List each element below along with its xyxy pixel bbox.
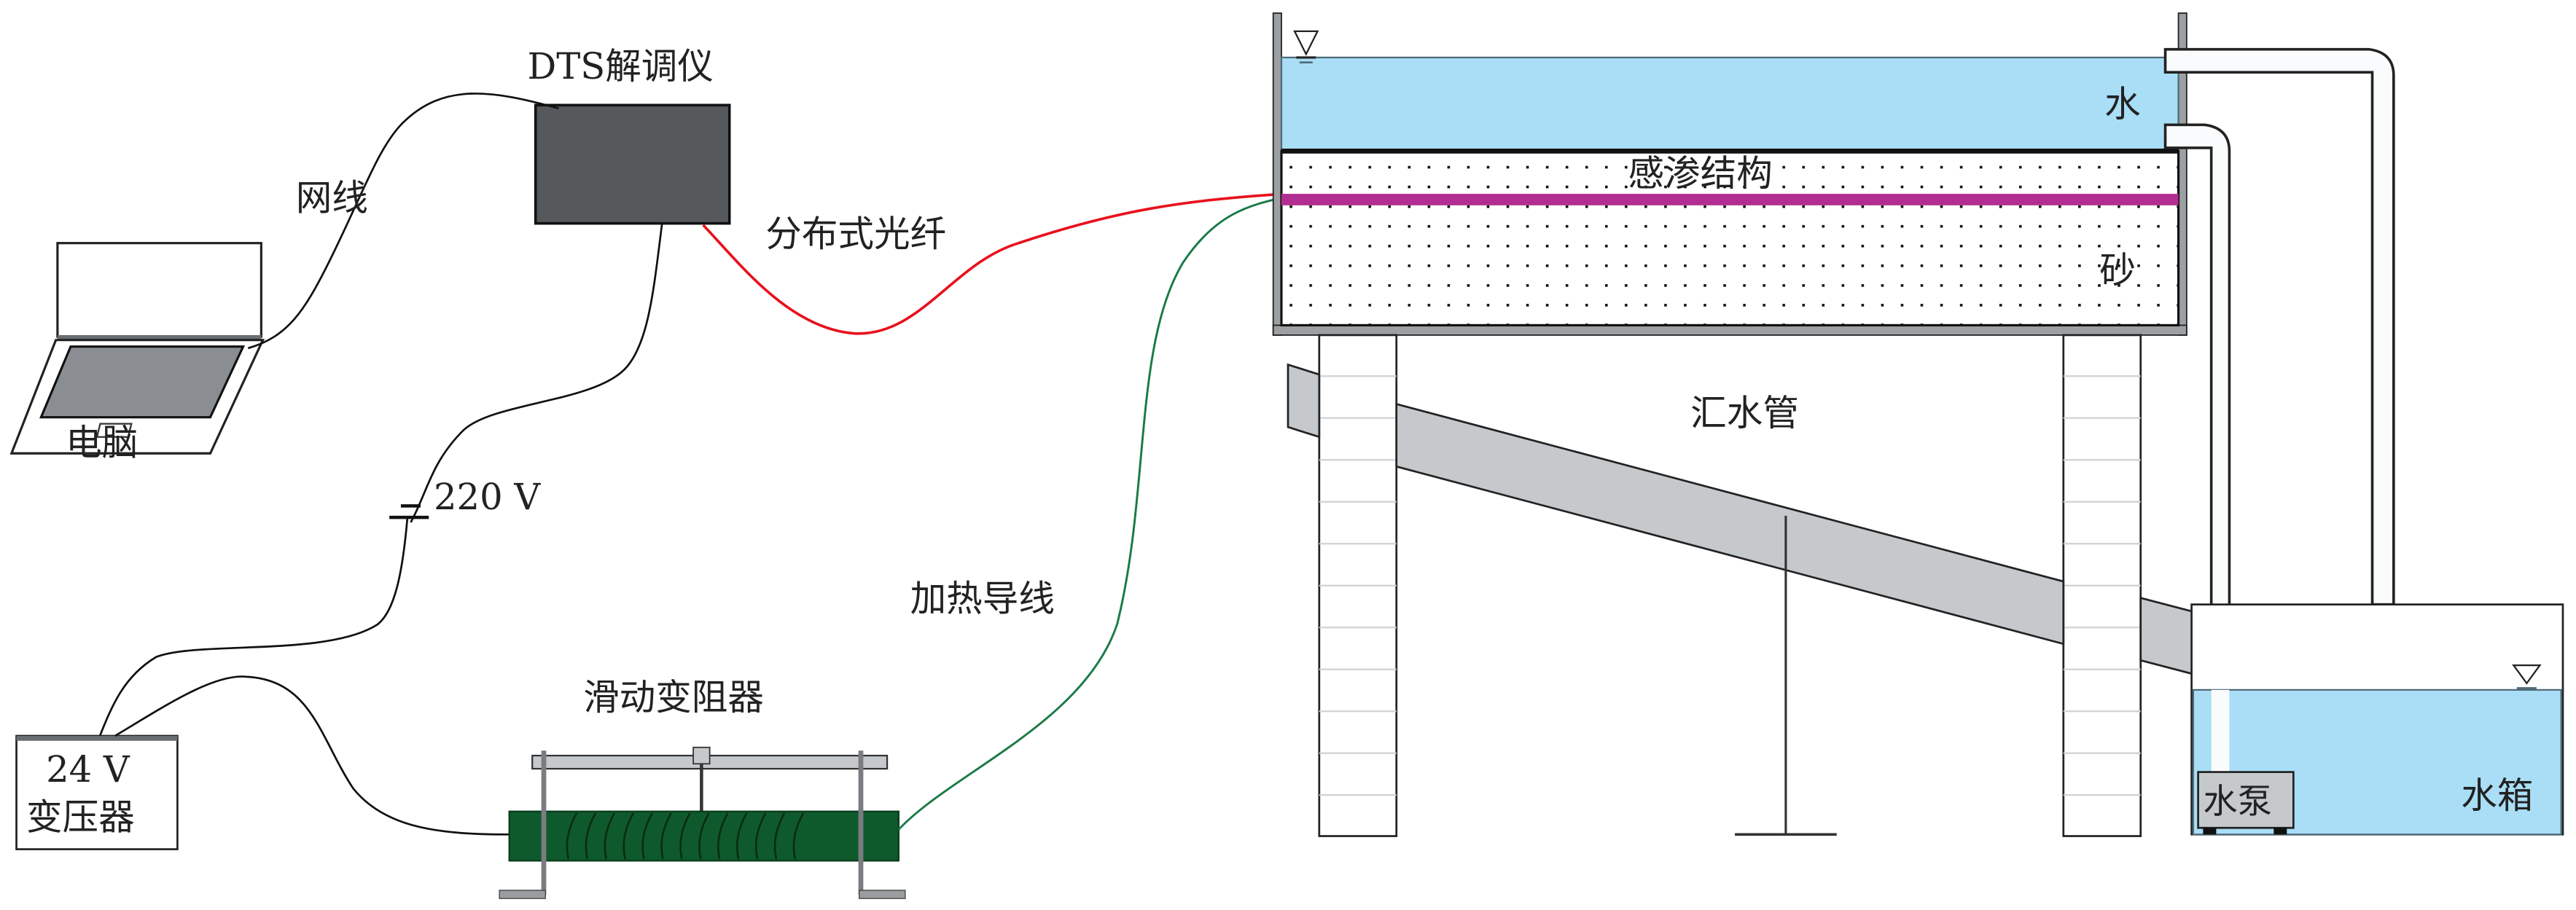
coil-winding xyxy=(736,812,748,860)
laptop-icon xyxy=(9,242,265,455)
coil-winding xyxy=(792,812,805,860)
overflow-pipe xyxy=(2163,47,2395,606)
coil-winding xyxy=(585,812,597,860)
network-cable xyxy=(247,93,559,350)
coil-winding xyxy=(773,812,786,860)
power-220-label: 220 V xyxy=(434,476,541,518)
seepage-tank xyxy=(1272,12,2187,336)
tank-water xyxy=(1280,56,2179,151)
sliding-rheostat xyxy=(499,746,906,899)
power-source-icon xyxy=(389,504,429,519)
left-pillar xyxy=(1318,334,1398,837)
power-cable-lower xyxy=(97,517,409,740)
rheostat-cable xyxy=(114,675,510,836)
water-level-icon xyxy=(1293,30,1319,64)
water-pump xyxy=(2197,771,2295,829)
heating-wire-label: 加热导线 xyxy=(910,578,1055,620)
collection-pipe-label: 汇水管 xyxy=(1690,392,1799,434)
water-box-level-icon xyxy=(2512,664,2542,690)
water-label: 水 xyxy=(2104,83,2141,125)
sensing-structure-label: 感渗结构 xyxy=(1628,152,1773,195)
right-pillar xyxy=(2062,334,2142,837)
sand-layer xyxy=(1280,149,2180,326)
coil-winding xyxy=(717,812,729,860)
water-box-label: 水箱 xyxy=(2461,774,2533,817)
coil-winding xyxy=(604,812,616,860)
coil-winding xyxy=(754,812,767,860)
coil-winding xyxy=(566,812,578,860)
rheostat-label: 滑动变阻器 xyxy=(583,676,764,718)
computer-label: 电脑 xyxy=(66,421,138,463)
coil-winding xyxy=(660,812,672,860)
sensing-structure-layer xyxy=(1281,194,2179,205)
water-box xyxy=(2190,603,2564,836)
distributed-fiber xyxy=(702,192,1285,335)
sand-label: 砂 xyxy=(2099,249,2136,291)
coil-winding xyxy=(622,812,634,860)
fiber-label: 分布式光纤 xyxy=(765,213,946,255)
dts-label: DTS解调仪 xyxy=(527,45,713,87)
power-cable xyxy=(410,223,663,523)
pump-label: 水泵 xyxy=(2203,782,2272,822)
network-cable-label: 网线 xyxy=(296,177,368,219)
transformer-label: 变压器 xyxy=(26,796,135,839)
coil-winding xyxy=(679,812,691,860)
coil-winding xyxy=(698,812,710,860)
heating-wire xyxy=(897,196,1285,831)
dts-demodulator xyxy=(534,103,731,225)
transformer-voltage-label: 24 V xyxy=(46,748,130,791)
transformer xyxy=(15,734,179,850)
coil-winding xyxy=(641,812,653,860)
